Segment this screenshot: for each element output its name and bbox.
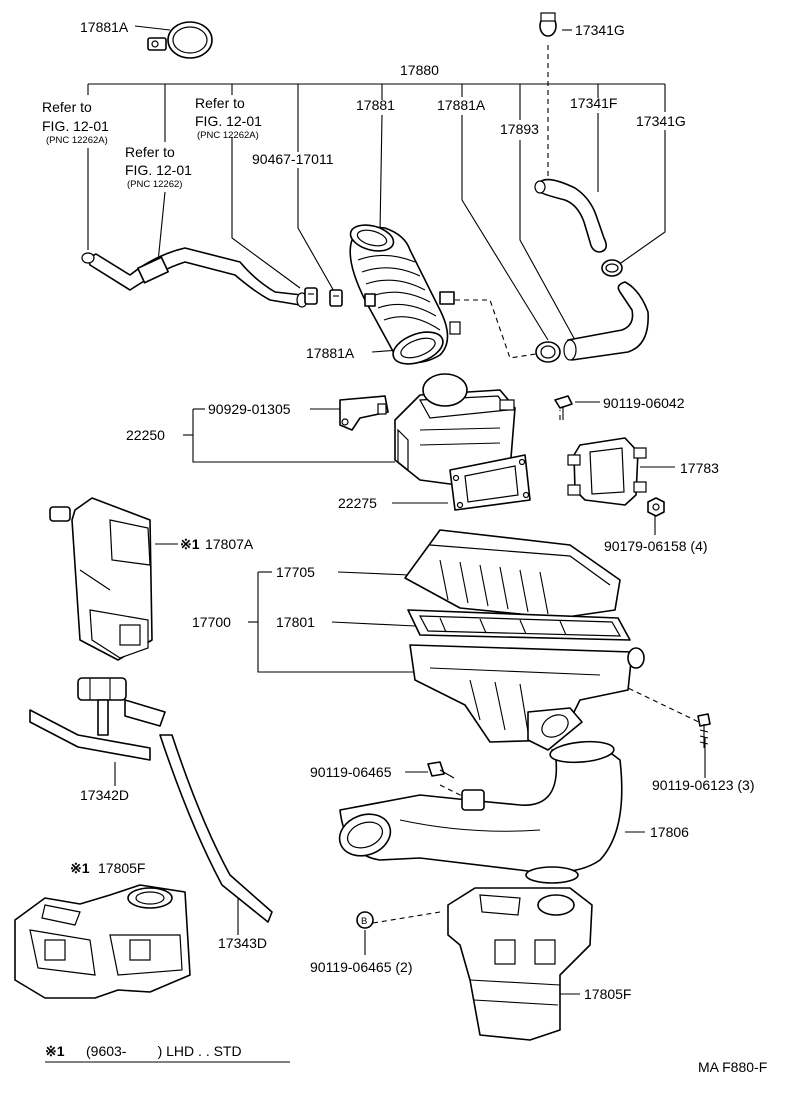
label-90119-06465: 90119-06465: [310, 764, 392, 780]
label-90467-17011: 90467-17011: [252, 151, 334, 167]
footnote-text: (9603- ) LHD . . STD: [86, 1043, 242, 1059]
label-refer1-line1: Refer to: [42, 99, 92, 115]
footnote-mark: ※1: [45, 1043, 65, 1059]
label-refer1-line2: FIG. 12-01: [42, 118, 109, 134]
label-17343d: 17343D: [218, 935, 267, 951]
label-refer3-line1: Refer to: [125, 144, 175, 160]
label-17893: 17893: [500, 121, 539, 137]
clamp-17341g-top: [539, 12, 557, 37]
label-17341f: 17341F: [570, 95, 617, 111]
hose-17343d: [159, 734, 273, 923]
bolt-90119-06465: [427, 761, 455, 779]
label-17341g-top: 17341G: [575, 22, 625, 38]
diagram-code: MA F880-F: [698, 1059, 767, 1075]
air-filter-17801: [407, 609, 631, 641]
label-17805f-right: 17805F: [584, 986, 631, 1002]
clamp-17881a-mid: [535, 341, 561, 363]
bracket-17783: [567, 437, 647, 506]
air-cleaner-cap-17705: [404, 529, 621, 619]
clips-90467: [304, 287, 343, 307]
bolt-90119-06123: [697, 713, 711, 748]
resonator-17805f-variant: [14, 884, 191, 999]
label-90119-06465-2: 90119-06465 (2): [310, 959, 412, 975]
label-17705: 17705: [276, 564, 315, 580]
label-refer2-line1: Refer to: [195, 95, 245, 111]
label-22250: 22250: [126, 427, 165, 443]
label-90119-06123: 90119-06123 (3): [652, 777, 754, 793]
label-17881a-top: 17881A: [80, 19, 129, 35]
label-17341g-right: 17341G: [636, 113, 686, 129]
leader-lines: [87, 25, 706, 995]
footnote: ※1 (9603- ) LHD . . STD: [45, 1043, 290, 1063]
bracket-17880: [87, 83, 666, 152]
label-17881a-mid: 17881A: [437, 97, 486, 113]
connector-90929: [339, 395, 389, 431]
resonator-17805f: [447, 887, 593, 1041]
label-90179-06158: 90179-06158 (4): [604, 538, 708, 554]
label-90929-01305: 90929-01305: [208, 401, 291, 417]
duct-17806: [338, 740, 623, 884]
label-refer3-pnc: (PNC 12262): [127, 179, 182, 190]
label-17805f-left: 17805F: [98, 860, 145, 876]
clamp-17341g-right: [601, 259, 623, 277]
hose-pcv: [81, 247, 308, 308]
label-refer3-line2: FIG. 12-01: [125, 162, 192, 178]
b-marker-text: B: [361, 916, 367, 927]
vsv-17342d: [29, 677, 166, 761]
label-17881: 17881: [356, 97, 395, 113]
label-17806: 17806: [650, 824, 689, 840]
label-refer2-pnc: (PNC 12262A): [197, 130, 259, 141]
label-mark1-17805f: ※1: [70, 860, 90, 876]
gasket-22275: [449, 454, 531, 511]
label-refer1-pnc: (PNC 12262A): [46, 135, 108, 146]
label-17880: 17880: [400, 62, 439, 78]
resonator-17807a: [49, 497, 153, 661]
label-mark1-17807a: ※1: [180, 536, 200, 552]
label-17801: 17801: [276, 614, 315, 630]
label-17881a-low: 17881A: [306, 345, 355, 361]
label-90119-06042: 90119-06042: [603, 395, 685, 411]
nut-90179: [647, 497, 665, 517]
b-marker: B: [356, 911, 374, 929]
label-17807a: 17807A: [205, 536, 254, 552]
air-cleaner-case: [409, 644, 645, 751]
label-22275: 22275: [338, 495, 377, 511]
hose-17341f: [534, 178, 608, 253]
label-17700: 17700: [192, 614, 231, 630]
air-hose-17881: [349, 224, 461, 365]
bolt-90119-06042: [554, 395, 573, 420]
label-refer2-line2: FIG. 12-01: [195, 113, 262, 129]
label-17342d: 17342D: [80, 787, 129, 803]
hose-17893: [563, 281, 649, 361]
clamp-17881a-top: [147, 21, 213, 59]
label-17783: 17783: [680, 460, 719, 476]
